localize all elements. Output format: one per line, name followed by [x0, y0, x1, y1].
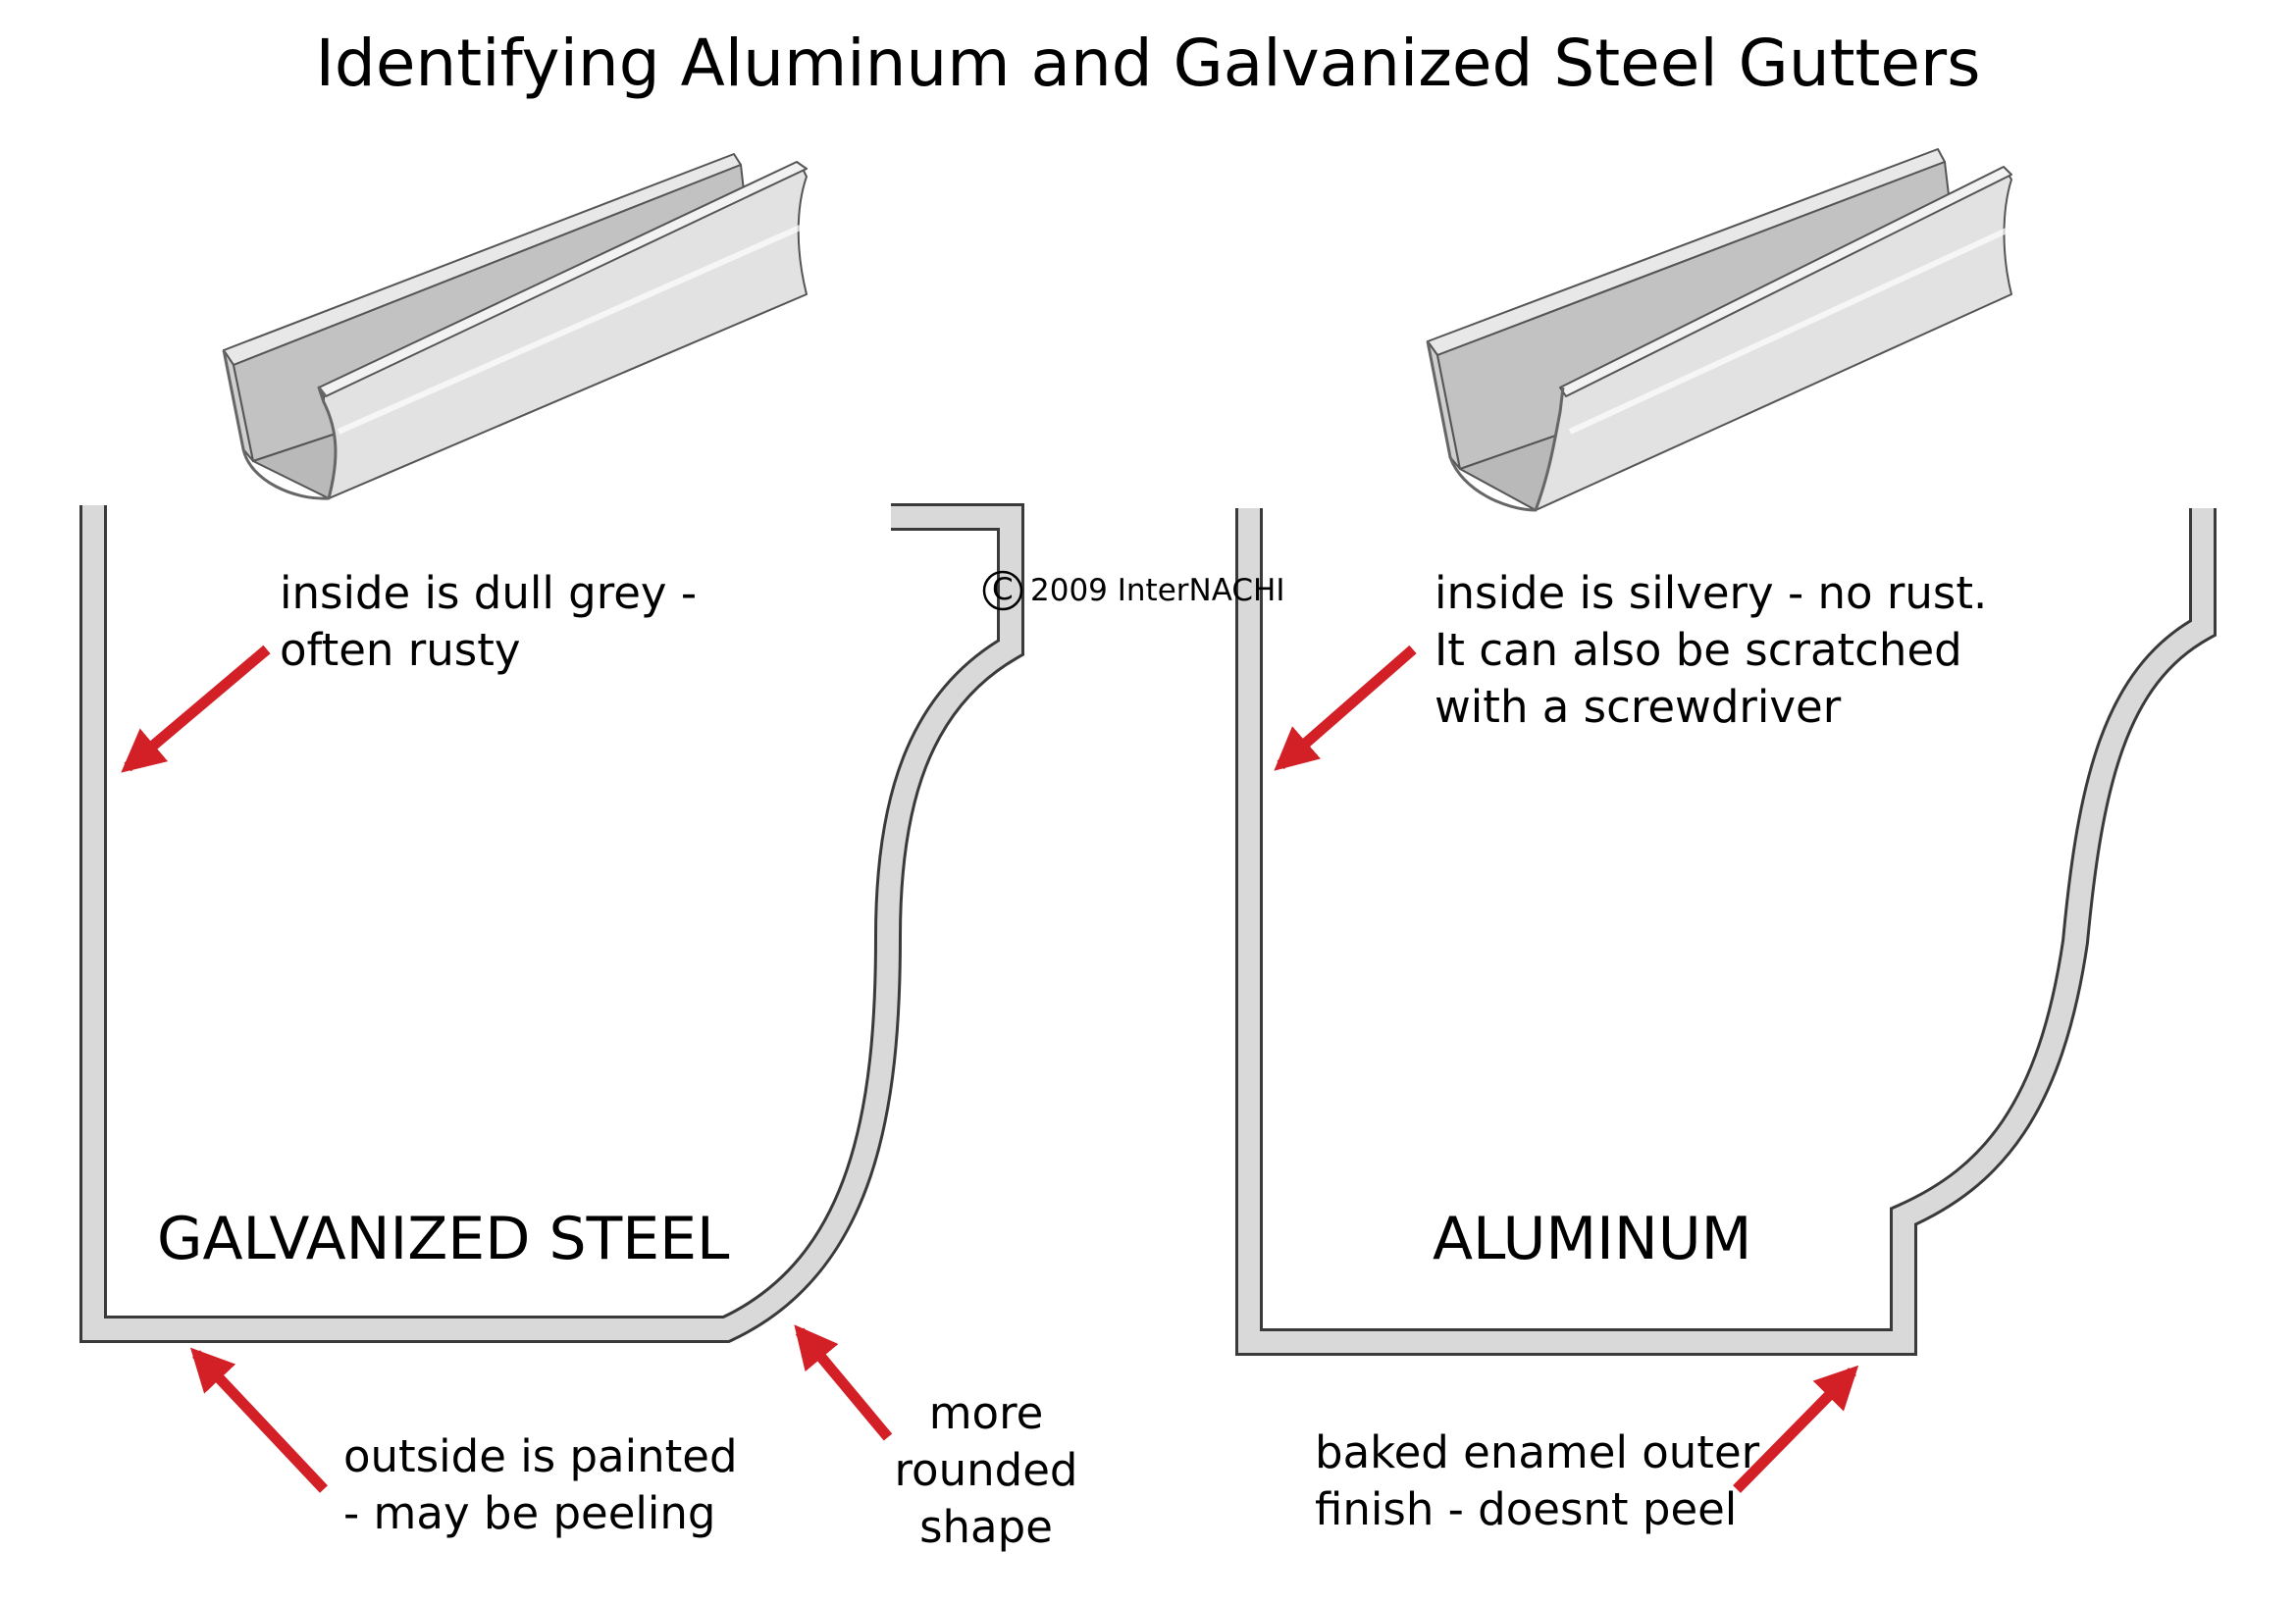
arrow-galvanized-rounded [794, 1324, 893, 1441]
aluminum-outside-note-line: finish - doesnt peel [1315, 1483, 1738, 1535]
arrow-galvanized-outside [189, 1347, 329, 1493]
arrow-aluminum-inside [1274, 645, 1417, 771]
arrow-aluminum-outside [1733, 1365, 1859, 1493]
aluminum-inside-note: inside is silvery - no rust. It can also… [1435, 565, 1987, 736]
aluminum-outside-note: baked enamel outer finish - doesnt peel [1315, 1424, 1759, 1538]
galvanized-label: GALVANIZED STEEL [157, 1205, 730, 1273]
aluminum-gutter-3d-illustration [1426, 148, 2012, 512]
galvanized-inside-note: inside is dull grey - often rusty [280, 565, 697, 679]
galvanized-gutter-3d-illustration [222, 153, 808, 500]
galvanized-inside-note-line: often rusty [280, 624, 521, 676]
arrow-galvanized-inside [121, 645, 271, 773]
aluminum-inside-note-line: It can also be scratched [1435, 624, 1962, 676]
galvanized-outside-note-line: - may be peeling [343, 1487, 716, 1539]
copyright-circle [982, 570, 1023, 611]
galvanized-outside-note: outside is painted - may be peeling [343, 1428, 738, 1542]
galvanized-outside-note-line: outside is painted [343, 1430, 738, 1482]
galvanized-cross-section [79, 503, 1024, 1343]
galvanized-shape-note-line: rounded [894, 1444, 1078, 1496]
galvanized-shape-note: more rounded shape [863, 1385, 1109, 1556]
copyright-text: 2009 InterNACHI [1030, 573, 1285, 608]
aluminum-outside-note-line: baked enamel outer [1315, 1426, 1760, 1478]
aluminum-inside-note-line: inside is silvery - no rust. [1435, 567, 1988, 619]
diagram-title: Identifying Aluminum and Galvanized Stee… [315, 26, 1981, 101]
galvanized-shape-note-line: more [928, 1387, 1044, 1439]
aluminum-label: ALUMINUM [1433, 1205, 1752, 1273]
aluminum-inside-note-line: with a screwdriver [1435, 681, 1842, 733]
galvanized-inside-note-line: inside is dull grey - [280, 567, 698, 619]
galvanized-shape-note-line: shape [919, 1501, 1053, 1553]
aluminum-cross-section [1235, 508, 2217, 1356]
copyright-symbol: C [992, 572, 1014, 607]
